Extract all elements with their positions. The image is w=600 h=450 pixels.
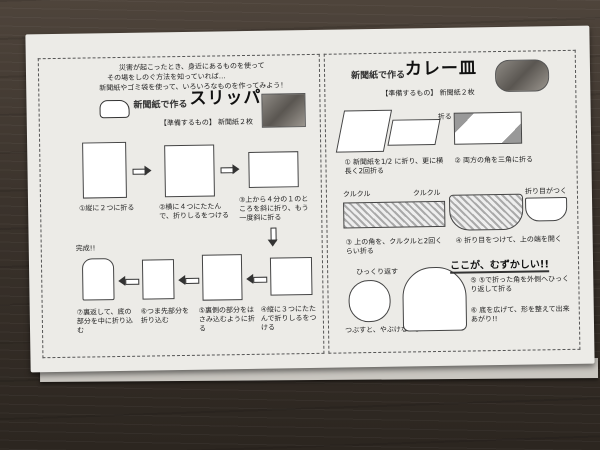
curry-label-fold: 折る <box>437 112 452 121</box>
slipper-panel: 災害が起こったとき、身近にあるものを使って その場をしのぐ方法を知っていれば… … <box>37 53 325 359</box>
arrow-left-icon <box>118 276 138 286</box>
slipper-step-1: ①縦に２つに折る <box>79 203 135 213</box>
curry-photo <box>494 59 550 93</box>
slipper-step-2: ②横に４つにたたんで、折りしるをつける <box>159 202 230 221</box>
intro-line-2: その場をしのぐ方法を知っていれば… <box>107 72 226 83</box>
slipper-materials: 【準備するもの】 新聞紙２枚 <box>159 117 254 128</box>
curry-subtitle: 新聞紙で作る <box>350 70 406 82</box>
step1-paper <box>82 141 127 199</box>
curry-step4b-paper <box>525 196 568 222</box>
curry-step1-paper <box>335 109 393 153</box>
slipper-step-5: ⑤裏側の部分をはさみ込むように折る <box>198 305 255 333</box>
curry-step-3: ③ 上の角を、クルクルと2回くらい折る <box>345 236 443 256</box>
curry-flip-paper <box>348 279 391 323</box>
slipper-step-6: ⑥つま先部分を折り込む <box>140 306 190 325</box>
arrow-left-icon <box>246 274 266 284</box>
curry-step5-paper <box>402 266 468 332</box>
slipper-photo <box>261 93 306 128</box>
slipper-icon <box>99 99 130 119</box>
curry-step2-paper <box>453 111 523 145</box>
slipper-done-label: 完成!! <box>75 244 96 253</box>
slipper-step-7: ⑦裏返して、底の部分を中に折り込む <box>76 307 133 335</box>
arrow-down-icon <box>267 228 277 248</box>
slipper-subtitle: 新聞紙で作る <box>133 99 188 111</box>
slipper-title: スリッパ <box>189 87 262 109</box>
curry-step-2: ② 両方の角を三角に折る <box>454 155 533 165</box>
arrow-left-icon <box>178 275 198 285</box>
curry-label-twirl-2: クルクル <box>412 188 441 198</box>
intro-line-1: 災害が起こったとき、身近にあるものを使って <box>118 61 265 72</box>
curry-step3-paper <box>343 200 446 229</box>
curry-step1b-paper <box>387 118 441 146</box>
curry-label-twirl: クルクル <box>342 190 371 199</box>
curry-label-attach: 折り目がつく <box>524 186 567 196</box>
curry-label-flip: ひっくり返す <box>356 267 399 277</box>
step2-paper <box>164 144 215 198</box>
curry-materials: 【準備するもの】 新聞紙２枚 <box>381 88 475 98</box>
arrow-right-icon <box>220 164 240 174</box>
handout-sheet: 災害が起こったとき、身近にあるものを使って その場をしのぐ方法を知っていれば… … <box>25 25 595 373</box>
step7-paper <box>81 258 115 301</box>
slipper-step-3: ③上から４分の１のところを斜に折り、もう一度斜に折る <box>238 195 309 223</box>
slipper-step-4: ④縦に３つにたたんで折りしるをつける <box>260 304 317 332</box>
curry-step4-paper <box>448 193 524 231</box>
step5-paper <box>201 254 243 301</box>
curry-step-5: ⑤ ⑤で折った角を外側へひっくり返して折る <box>470 274 570 294</box>
step6-paper <box>141 259 175 300</box>
curry-title: カレー皿 <box>404 58 478 80</box>
curry-step-4: ④ 折り目をつけて、上の端を開く <box>455 235 562 245</box>
curry-highlight: ここが、むずかしい!! <box>449 255 550 274</box>
curry-step-6: ⑥ 底を広げて、形を整えて出来あがり!! <box>470 304 570 324</box>
arrow-right-icon <box>132 165 152 175</box>
curry-plate-panel: 新聞紙で作る カレー皿 【準備するもの】 新聞紙２枚 折る ① 新聞紙を1/2 … <box>323 49 581 354</box>
step3-paper <box>248 151 299 188</box>
curry-step-1: ① 新聞紙を1/2 に折り、更に横長く2回折る <box>344 156 444 176</box>
step4-paper <box>269 256 313 296</box>
